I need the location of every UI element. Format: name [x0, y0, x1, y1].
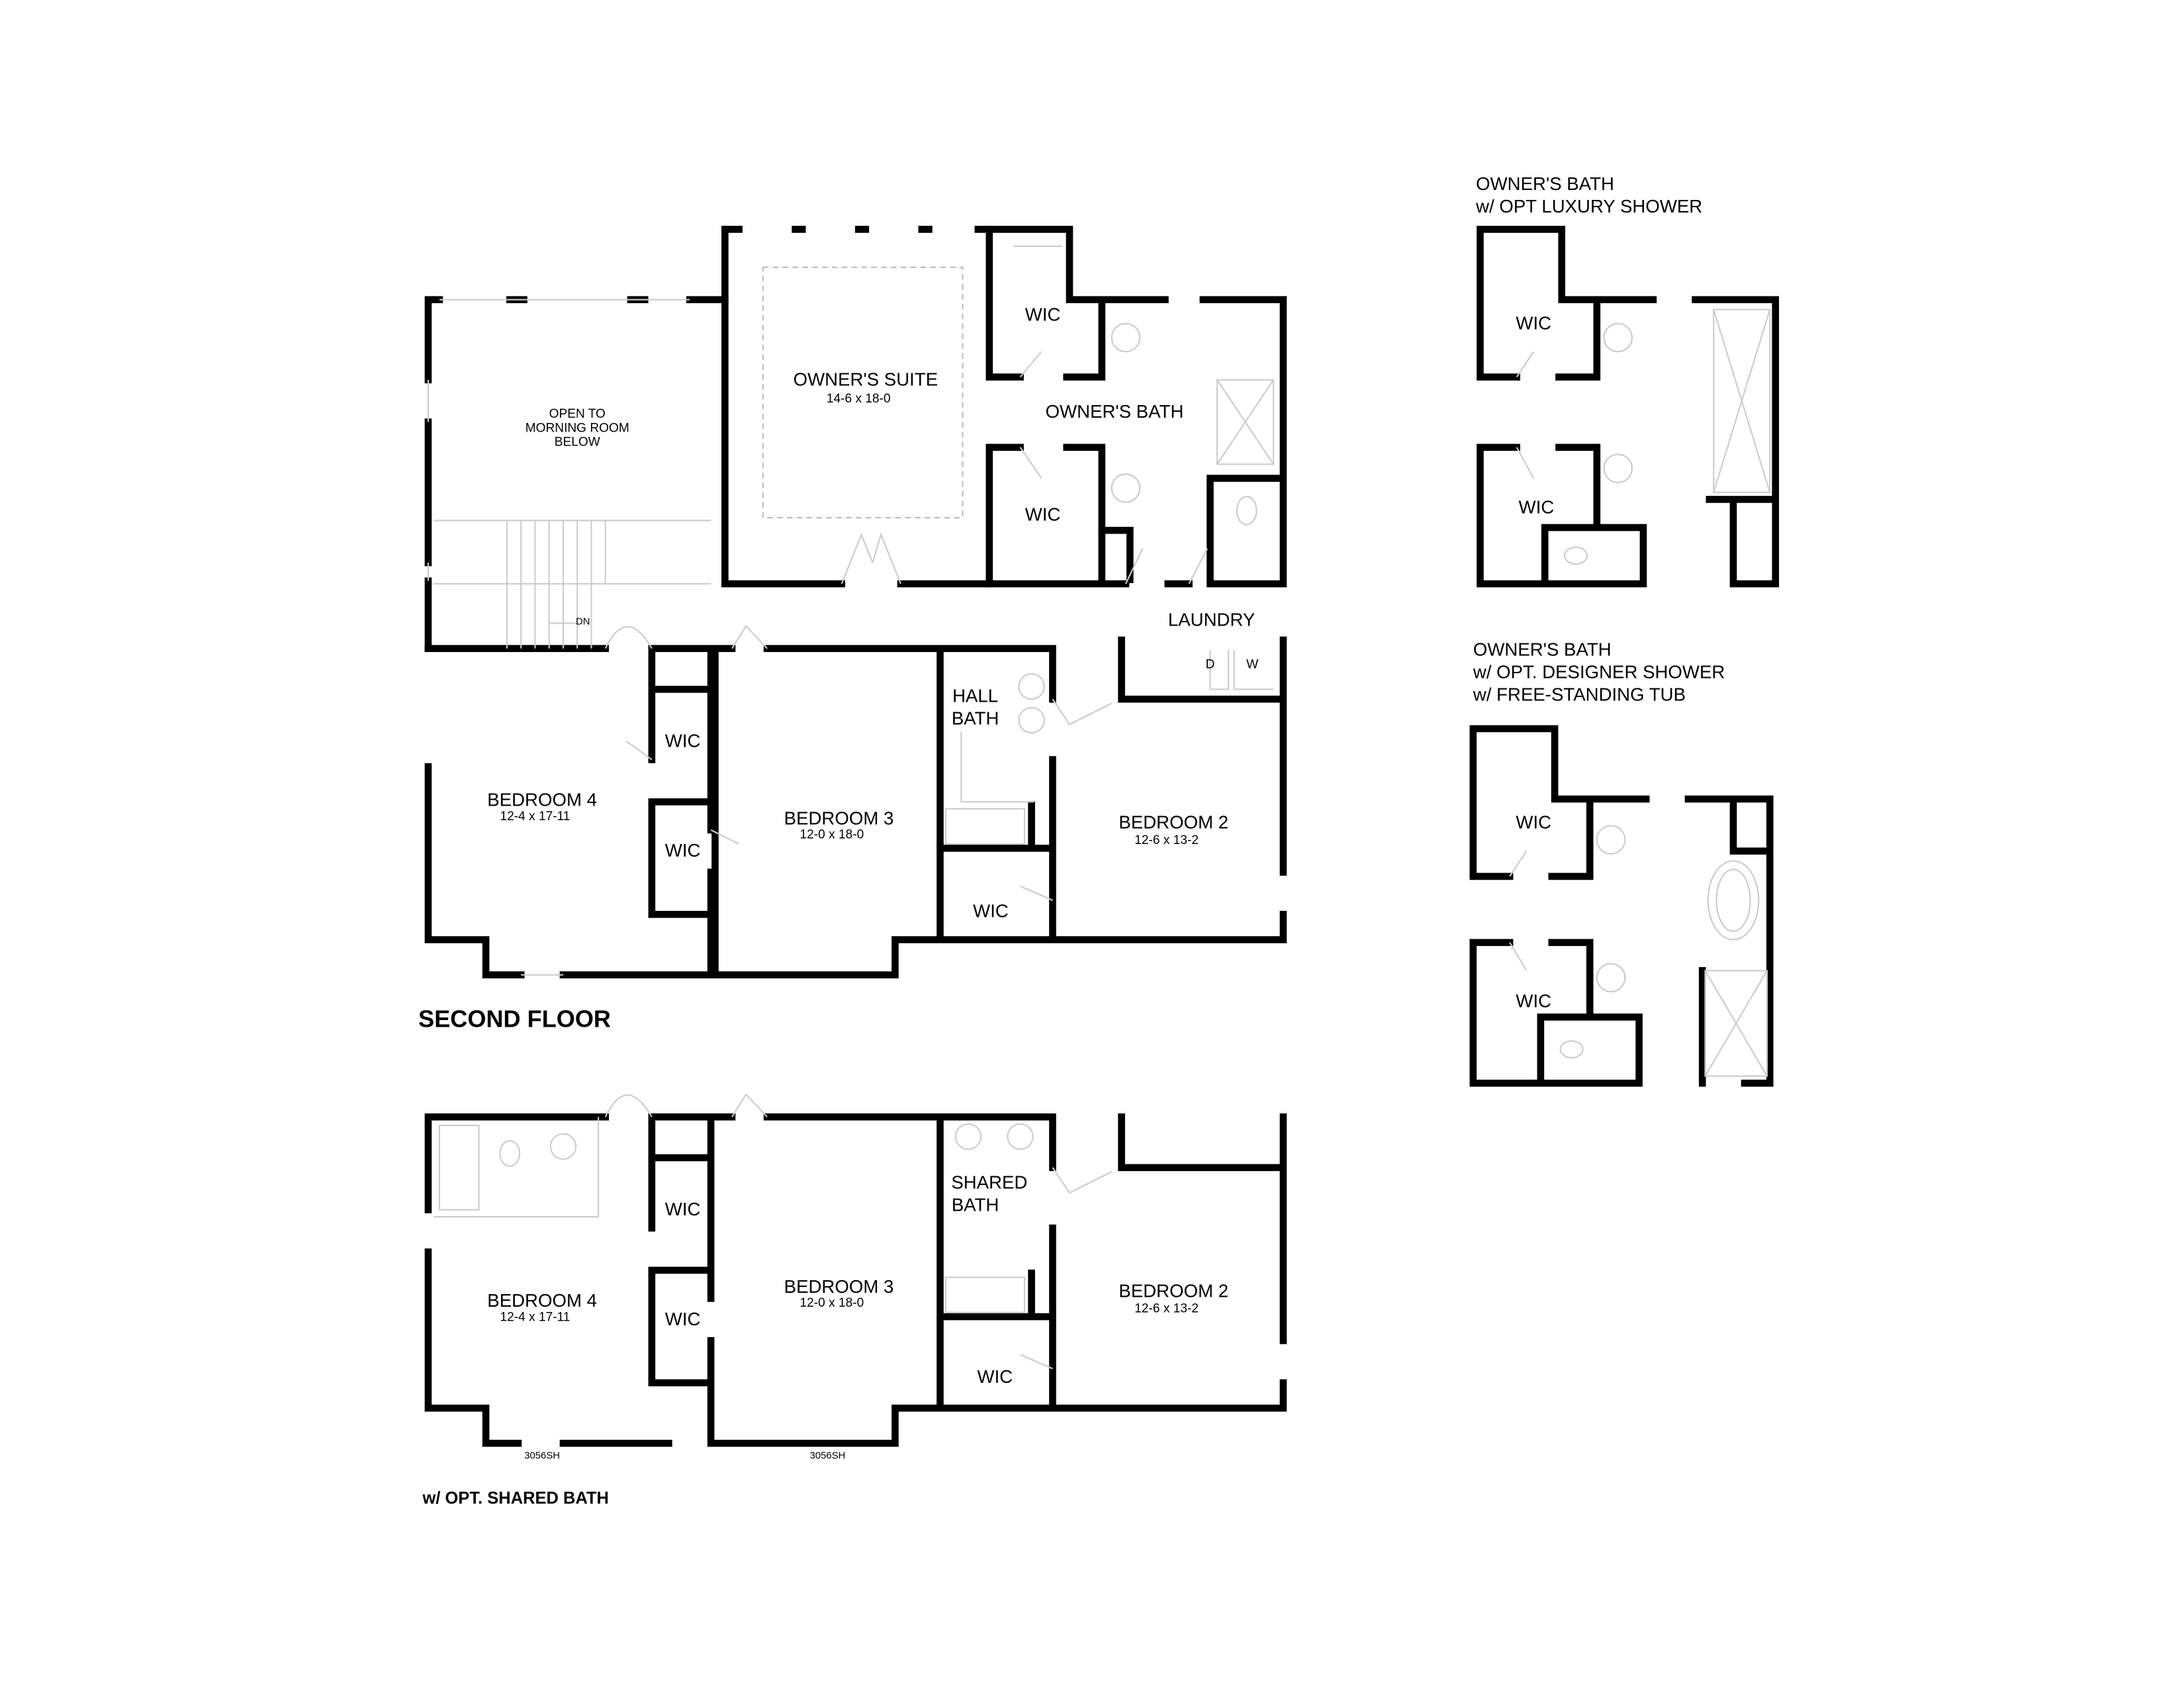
bedroom4-size: 12-4 x 17-11: [500, 810, 570, 823]
option-title-3: w/ FREE-STANDING TUB: [1473, 684, 1686, 704]
bedroom3-label: BEDROOM 3: [784, 1276, 894, 1297]
open-to-label-3: BELOW: [555, 436, 600, 449]
bedroom2-label: BEDROOM 2: [1118, 812, 1228, 833]
option-title-2: w/ OPT LUXURY SHOWER: [1475, 196, 1702, 216]
window-label: 3056SH: [810, 1451, 846, 1462]
stairs-down-label: DN: [576, 617, 590, 628]
owners-suite-size: 14-6 x 18-0: [827, 392, 891, 406]
bedroom4-label: BEDROOM 4: [487, 790, 597, 810]
bedroom2-size: 12-6 x 13-2: [1134, 1302, 1199, 1316]
shared-bath-plan: WIC WIC WIC SHARED BATH BEDROOM 4 12-4 x…: [422, 1093, 1287, 1508]
dryer-label: D: [1206, 657, 1215, 671]
wic-label: WIC: [1025, 305, 1061, 325]
wic-label: WIC: [1516, 812, 1551, 833]
wic-label: WIC: [665, 1199, 701, 1219]
shared-bath-label-2: BATH: [952, 1195, 999, 1215]
designer-shower-option: OWNER'S BATH w/ OPT. DESIGNER SHOWER w/ …: [1469, 639, 1774, 1087]
wic-label: WIC: [978, 1366, 1013, 1387]
shared-bath-label-1: SHARED: [951, 1172, 1027, 1193]
laundry-label: LAUNDRY: [1168, 610, 1255, 630]
owners-bath-label: OWNER'S BATH: [1046, 401, 1184, 422]
wic-label: WIC: [1516, 991, 1551, 1011]
wic-label: WIC: [973, 901, 1009, 921]
bedroom4-size: 12-4 x 17-11: [500, 1310, 570, 1324]
wic-label: WIC: [1025, 504, 1061, 524]
bedroom3-size: 12-0 x 18-0: [800, 1296, 864, 1310]
bedroom3-label: BEDROOM 3: [784, 808, 894, 828]
wic-label: WIC: [1516, 312, 1551, 333]
second-floor-plan: OPEN TO MORNING ROOM BELOW OWNER'S SUITE…: [418, 226, 1287, 1032]
bedroom4-label: BEDROOM 4: [487, 1290, 597, 1311]
wic-label: WIC: [665, 840, 701, 861]
option-title-1: OWNER'S BATH: [1476, 173, 1614, 194]
option-title: w/ OPT. SHARED BATH: [422, 1489, 609, 1508]
plan-title: SECOND FLOOR: [418, 1005, 611, 1032]
bedroom2-label: BEDROOM 2: [1118, 1280, 1228, 1301]
luxury-shower-option: OWNER'S BATH w/ OPT LUXURY SHOWER WIC WI…: [1475, 173, 1780, 588]
hall-bath-label-1: HALL: [952, 685, 998, 706]
hall-bath-label-2: BATH: [952, 708, 999, 728]
wic-label: WIC: [665, 730, 701, 751]
bedroom3-size: 12-0 x 18-0: [800, 828, 864, 842]
option-title-1: OWNER'S BATH: [1473, 639, 1612, 659]
option-title-2: w/ OPT. DESIGNER SHOWER: [1473, 661, 1725, 682]
owners-suite-label: OWNER'S SUITE: [794, 369, 938, 389]
bedroom2-size: 12-6 x 13-2: [1134, 833, 1199, 847]
open-to-label-1: OPEN TO: [549, 407, 606, 421]
wic-label: WIC: [665, 1309, 701, 1329]
window-label: 3056SH: [524, 1451, 560, 1462]
wic-label: WIC: [1519, 497, 1555, 518]
open-to-label-2: MORNING ROOM: [525, 421, 629, 435]
washer-label: W: [1246, 657, 1258, 671]
